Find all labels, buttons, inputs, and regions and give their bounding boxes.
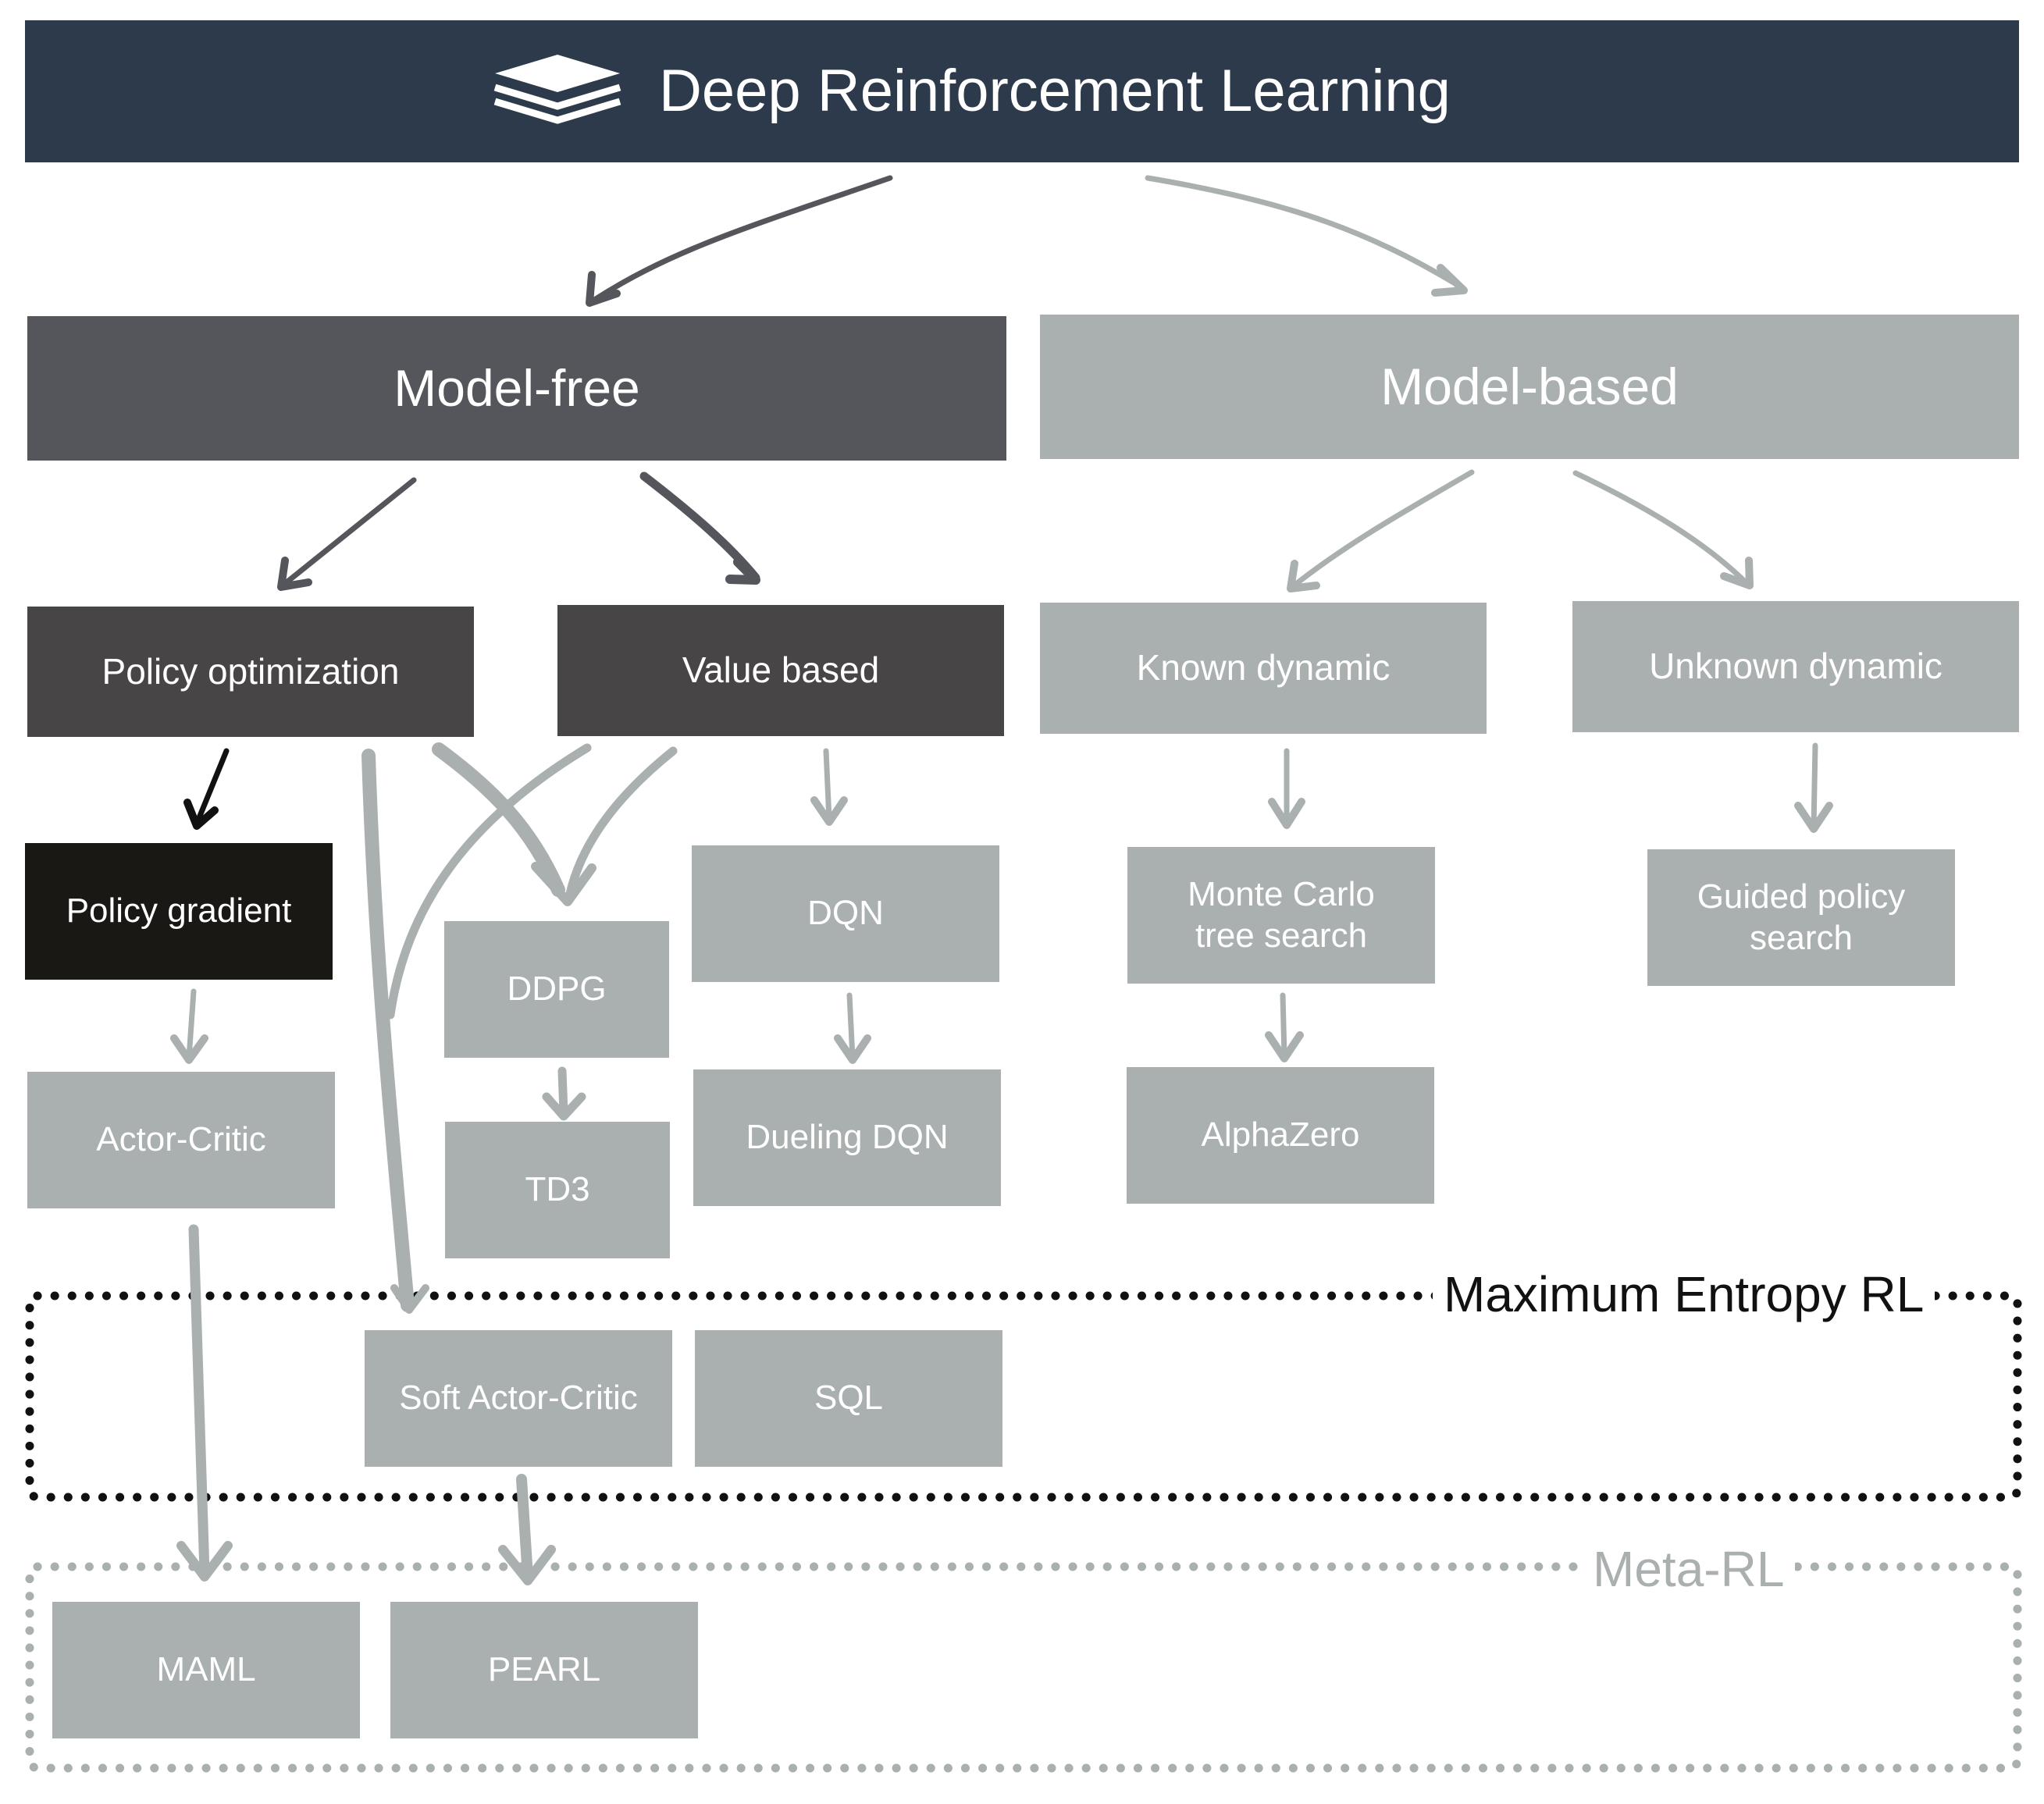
- arrow-policy-opt-to-policy-gradient: [194, 748, 230, 827]
- meta-rl-group-label: Meta-RL: [1582, 1544, 1796, 1594]
- td3-box: TD3: [445, 1122, 670, 1258]
- arrow-value-based-to-ddpg: [565, 746, 678, 898]
- alphazero-label: AlphaZero: [1201, 1115, 1360, 1155]
- arrow-actor-critic-to-maml: [188, 1224, 210, 1578]
- arrow-policy-opt-to-ddpg: [432, 742, 565, 897]
- dueling-dqn-box: Dueling DQN: [693, 1069, 1001, 1206]
- arrow-header-to-model-free: [590, 175, 893, 304]
- policy-gradient-box: Policy gradient: [25, 843, 333, 980]
- max-entropy-group-label: Maximum Entropy RL: [1433, 1269, 1935, 1319]
- pearl-label: PEARL: [487, 1650, 601, 1689]
- layers-icon: [487, 53, 628, 131]
- meta-rl-group-border: [25, 1562, 2022, 1773]
- policy-optimization-box: Policy optimization: [27, 607, 474, 737]
- maml-box: MAML: [52, 1602, 360, 1738]
- arrow-sac-to-pearl: [516, 1474, 533, 1582]
- arrow-model-based-to-unknown: [1572, 470, 1750, 587]
- mcts-label-line1: Monte Carlo: [1188, 874, 1375, 913]
- gps-label-line1: Guided policy: [1697, 877, 1906, 916]
- arrow-policy-opt-to-sac: [361, 749, 415, 1312]
- value-based-label: Value based: [682, 649, 880, 691]
- arrow-dqn-to-dueling: [846, 992, 856, 1061]
- page-title: Deep Reinforcement Learning: [659, 58, 1451, 124]
- policy-gradient-label: Policy gradient: [66, 891, 292, 930]
- guided-policy-search-box: Guided policy search: [1647, 849, 1955, 986]
- max-entropy-group-border: [25, 1291, 2022, 1502]
- arrow-value-based-to-sac: [386, 743, 592, 1019]
- dqn-box: DQN: [692, 845, 999, 982]
- arrow-value-based-to-dqn: [823, 748, 832, 823]
- maml-label: MAML: [156, 1650, 256, 1689]
- sql-box: SQL: [695, 1330, 1002, 1467]
- arrow-ddpg-to-td3: [557, 1066, 568, 1117]
- pearl-box: PEARL: [390, 1602, 698, 1738]
- unknown-dynamic-label: Unknown dynamic: [1649, 646, 1943, 687]
- ddpg-box: DDPG: [444, 921, 669, 1058]
- td3-label: TD3: [525, 1170, 590, 1209]
- unknown-dynamic-box: Unknown dynamic: [1572, 601, 2019, 732]
- known-dynamic-label: Known dynamic: [1136, 647, 1391, 689]
- actor-critic-label: Actor-Critic: [96, 1120, 266, 1159]
- arrow-policy-gradient-to-actor-critic: [186, 988, 197, 1061]
- arrow-model-free-to-policy-opt: [280, 477, 417, 589]
- arrow-header-to-model-based: [1145, 175, 1467, 292]
- alphazero-box: AlphaZero: [1127, 1067, 1434, 1204]
- mcts-label-line2: tree search: [1195, 916, 1368, 955]
- gps-label-line2: search: [1749, 918, 1853, 957]
- dqn-label: DQN: [807, 894, 884, 933]
- arrow-model-based-to-known: [1289, 469, 1475, 590]
- model-free-box: Model-free: [27, 316, 1006, 461]
- arrow-mcts-to-alphazero: [1280, 992, 1287, 1059]
- model-based-box: Model-based: [1040, 315, 2019, 459]
- mcts-label: Monte Carlo tree search: [1188, 874, 1375, 957]
- actor-critic-box: Actor-Critic: [27, 1072, 335, 1208]
- sql-label: SQL: [814, 1379, 884, 1418]
- model-free-label: Model-free: [393, 358, 640, 417]
- sac-box: Soft Actor-Critic: [365, 1330, 672, 1467]
- header-bar: Deep Reinforcement Learning: [25, 20, 2019, 162]
- ddpg-label: DDPG: [507, 970, 607, 1009]
- sac-label: Soft Actor-Critic: [399, 1379, 638, 1418]
- value-based-box: Value based: [557, 605, 1004, 736]
- guided-policy-search-label: Guided policy search: [1697, 877, 1906, 959]
- known-dynamic-box: Known dynamic: [1040, 603, 1487, 734]
- policy-optimization-label: Policy optimization: [101, 650, 400, 692]
- dueling-dqn-label: Dueling DQN: [746, 1118, 949, 1157]
- arrow-unknown-to-gps: [1811, 742, 1818, 831]
- mcts-box: Monte Carlo tree search: [1127, 847, 1435, 984]
- model-based-label: Model-based: [1380, 357, 1679, 415]
